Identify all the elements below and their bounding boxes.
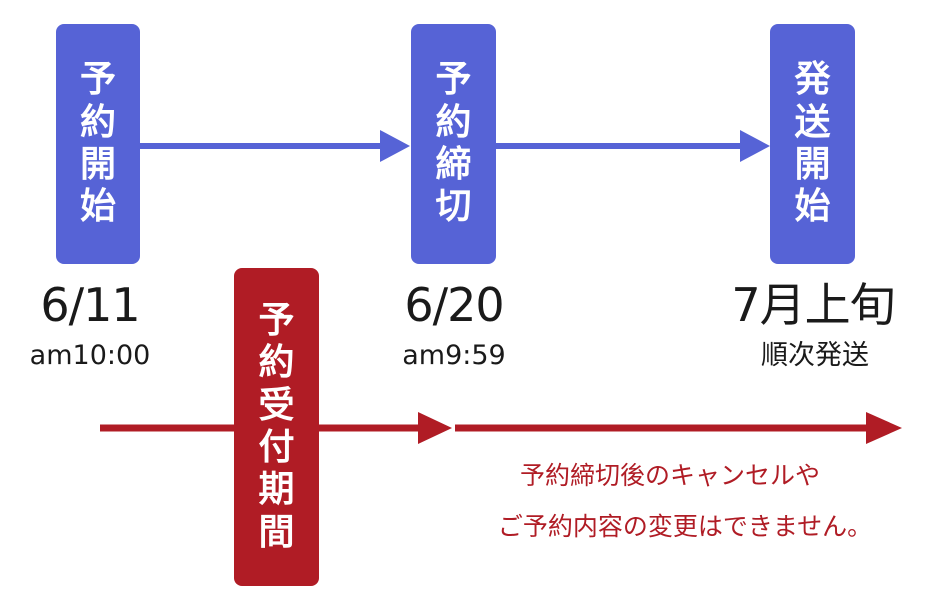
red-arrow-2-head [866,412,902,444]
milestone-date-start: 6/11 [40,278,140,332]
cancellation-notice-line-2: ご予約内容の変更はできません。 [497,512,873,541]
blue-arrow-2-head [740,130,770,162]
milestone-box-label: 発送開始 [794,59,831,228]
red-arrow-1-head [418,412,452,444]
milestone-date-deadline: 6/20 [404,278,504,332]
reservation-period-label: 予約受付期間 [258,299,295,553]
milestone-box-reservation-start: 予約開始 [56,24,140,264]
milestone-date-shipping: 7月上旬 [731,278,895,332]
milestone-note-shipping: 順次発送 [761,340,869,371]
milestone-box-label: 予約開始 [79,59,116,228]
reservation-period-box: 予約受付期間 [234,268,319,586]
milestone-box-reservation-deadline: 予約締切 [411,24,496,264]
blue-arrow-1-head [380,130,410,162]
milestone-time-deadline: am9:59 [402,340,506,371]
milestone-box-shipping-start: 発送開始 [770,24,855,264]
milestone-time-start: am10:00 [29,340,151,371]
milestone-box-label: 予約締切 [435,59,472,228]
cancellation-notice-line-1: 予約締切後のキャンセルや [519,461,820,490]
